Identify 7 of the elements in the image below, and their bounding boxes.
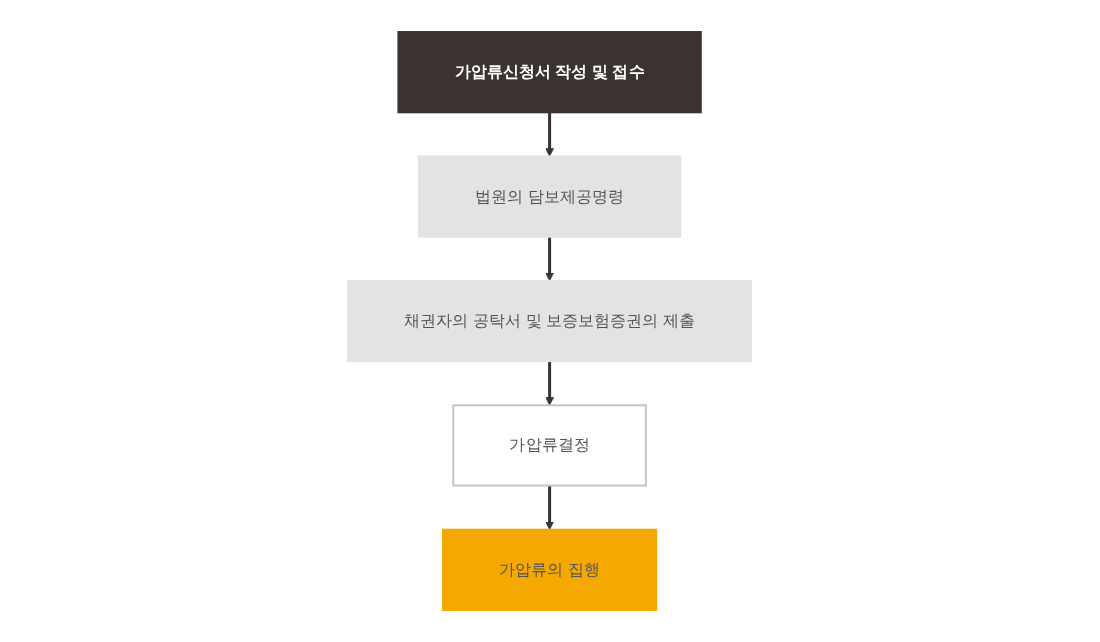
node-box: 가압류결정	[452, 404, 648, 487]
node-box: 채권자의 공탁서 및 보증보험증권의 제출	[347, 279, 753, 363]
arrow	[545, 112, 555, 157]
arrow	[545, 361, 555, 406]
node-box: 법원의 담보제공명령	[418, 155, 682, 238]
node-box: 가압류의 집행	[442, 528, 658, 611]
node-box: 가압류신청서 작성 및 접수	[397, 31, 703, 114]
